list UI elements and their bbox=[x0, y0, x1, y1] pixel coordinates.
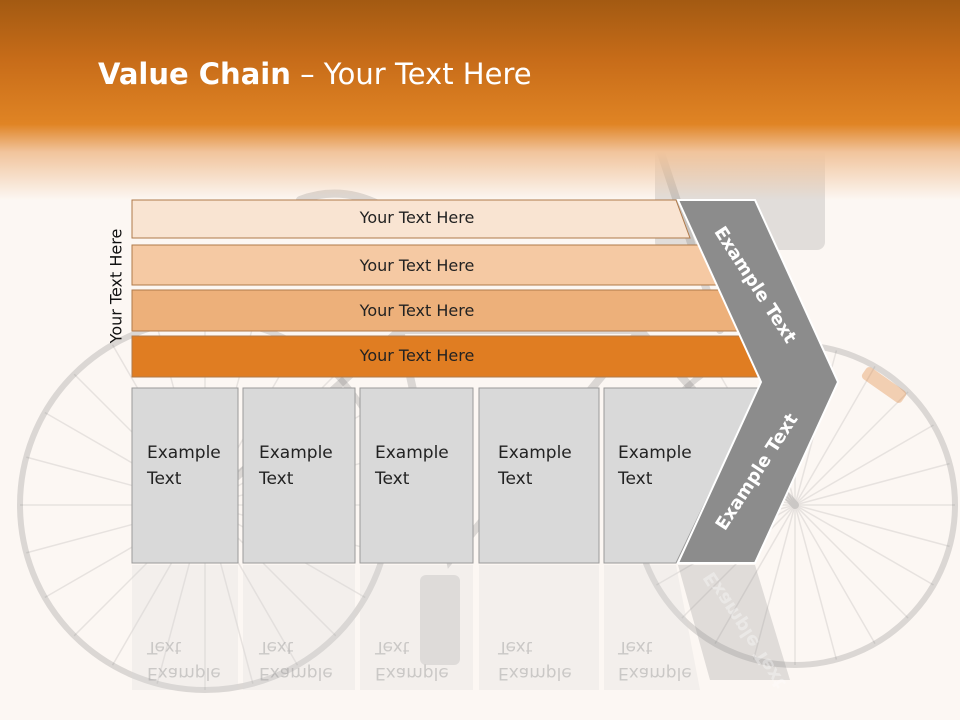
side-label-text: Your Text Here bbox=[106, 228, 126, 344]
bar-4-label: Your Text Here bbox=[359, 346, 475, 365]
box-5-reflection-line2: Text bbox=[618, 637, 653, 657]
box-3-reflection-shape bbox=[360, 565, 473, 690]
box-4-line1: Example bbox=[498, 443, 572, 463]
slide-title: Value Chain – Your Text Here bbox=[98, 54, 532, 94]
box-2-line2: Text bbox=[259, 469, 294, 489]
box-5-line1: Example bbox=[618, 443, 692, 463]
box-2-reflection-line1: Example bbox=[259, 663, 333, 683]
chevron-arrow-reflection bbox=[678, 565, 790, 680]
box-4 bbox=[478, 387, 600, 564]
title-rest: – Your Text Here bbox=[290, 57, 532, 91]
box-3-text: Example Text bbox=[375, 440, 449, 492]
chevron-arrow bbox=[676, 199, 840, 564]
box-1-reflection-shape bbox=[132, 565, 238, 690]
box-1 bbox=[131, 387, 239, 564]
box-3-line1: Example bbox=[375, 443, 449, 463]
title-bold: Value Chain bbox=[98, 57, 291, 91]
box-3-reflection: Example Text bbox=[375, 634, 449, 686]
bar-1 bbox=[131, 199, 691, 239]
box-2-reflection-line2: Text bbox=[259, 637, 294, 657]
bar-3-label: Your Text Here bbox=[359, 301, 475, 320]
box-2 bbox=[242, 387, 356, 564]
box-2-line1: Example bbox=[259, 443, 333, 463]
box-1-text: Example Text bbox=[147, 440, 221, 492]
box-4-line2: Text bbox=[498, 469, 533, 489]
box-5 bbox=[603, 387, 761, 564]
box-4-reflection: Example Text bbox=[498, 634, 572, 686]
box-4-reflection-shape bbox=[479, 565, 599, 690]
box-3-reflection-line2: Text bbox=[375, 637, 410, 657]
box-2-text: Example Text bbox=[259, 440, 333, 492]
box-3-line2: Text bbox=[375, 469, 410, 489]
box-2-reflection: Example Text bbox=[259, 634, 333, 686]
header-band bbox=[0, 0, 960, 200]
box-5-reflection-line1: Example bbox=[618, 663, 692, 683]
box-1-line1: Example bbox=[147, 443, 221, 463]
box-1-reflection-line2: Text bbox=[147, 637, 182, 657]
box-1-reflection: Example Text bbox=[147, 634, 221, 686]
bar-1-label: Your Text Here bbox=[359, 208, 475, 227]
box-3 bbox=[359, 387, 474, 564]
box-4-text: Example Text bbox=[498, 440, 572, 492]
box-1-line2: Text bbox=[147, 469, 182, 489]
box-1-reflection-line1: Example bbox=[147, 663, 221, 683]
box-2-reflection-shape bbox=[243, 565, 355, 690]
box-5-reflection: Example Text bbox=[618, 634, 692, 686]
box-4-reflection-line1: Example bbox=[498, 663, 572, 683]
box-5-text: Example Text bbox=[618, 440, 692, 492]
box-5-line2: Text bbox=[618, 469, 653, 489]
bar-2-label: Your Text Here bbox=[359, 256, 475, 275]
box-4-reflection-line2: Text bbox=[498, 637, 533, 657]
box-5-reflection-shape bbox=[604, 565, 700, 690]
box-3-reflection-line1: Example bbox=[375, 663, 449, 683]
